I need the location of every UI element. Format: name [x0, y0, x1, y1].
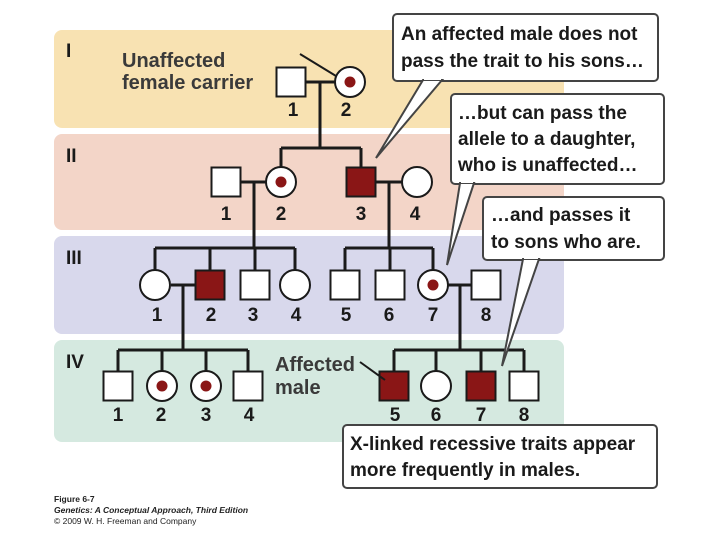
generation-label-IV: IV [66, 352, 84, 373]
callout-summary: X-linked recessive traits appear more fr… [342, 424, 658, 489]
callout-daughter-carrier: …but can pass the allele to a daughter, … [446, 93, 665, 266]
individual-number-III-6: 6 [384, 305, 395, 326]
individual-I-1-male-unaffected [275, 66, 307, 98]
individual-numbers: 1 2 1 2 3 4 1 2 3 4 5 6 7 8 1 2 3 4 5 6 7 8 [113, 100, 530, 426]
individual-IV-8-male-unaffected [508, 370, 540, 402]
individual-number-II-3: 3 [356, 204, 367, 225]
callout1-line2: pass the trait to his sons… [401, 51, 644, 72]
generation-label-III: III [66, 248, 82, 269]
callout3-line2: to sons who are. [491, 232, 641, 253]
individual-III-1-female-unaffected [139, 269, 171, 301]
callout-sons-affected: …and passes it to sons who are. [482, 196, 665, 367]
individual-number-II-2: 2 [276, 204, 287, 225]
individual-IV-7-male-affected [465, 370, 497, 402]
individual-II-1-male-unaffected [210, 166, 242, 198]
carrier-dot-IV-2 [156, 380, 168, 392]
carrier-dot-IV-3 [200, 380, 212, 392]
individual-number-III-5: 5 [341, 305, 352, 326]
callout1-line1: An affected male does not [401, 24, 638, 45]
individual-number-III-8: 8 [481, 305, 492, 326]
affected-label-line2: male [275, 377, 321, 399]
individual-number-IV-6: 6 [431, 405, 442, 426]
individual-IV-4-male-unaffected [232, 370, 264, 402]
individual-IV-1-male-unaffected [102, 370, 134, 402]
individual-III-6-male-unaffected [374, 269, 406, 301]
affected-label-line1: Affected [275, 354, 355, 376]
individual-number-III-1: 1 [152, 305, 163, 326]
callout2-line1: …but can pass the [458, 103, 627, 124]
figure-book-title: Genetics: A Conceptual Approach, Third E… [54, 505, 249, 515]
carrier-dot-III-7 [427, 279, 439, 291]
individual-number-IV-1: 1 [113, 405, 124, 426]
carrier-label-line1: Unaffected [122, 50, 225, 72]
callout-affected-male: An affected male does not pass the trait… [375, 13, 659, 159]
individual-number-IV-4: 4 [244, 405, 255, 426]
individual-III-4-female-unaffected [279, 269, 311, 301]
individual-number-III-7: 7 [428, 305, 439, 326]
individual-II-3-male-affected [345, 166, 377, 198]
figure-number: Figure 6-7 [54, 494, 95, 504]
callout2-line2: allele to a daughter, [458, 129, 635, 150]
individual-number-IV-8: 8 [519, 405, 530, 426]
individual-III-3-male-unaffected [239, 269, 271, 301]
carrier-dot-I-2 [344, 76, 356, 88]
carrier-label-pointer [299, 53, 337, 77]
callout3-line1: …and passes it [491, 205, 631, 226]
individual-number-II-4: 4 [410, 204, 421, 225]
individual-number-III-2: 2 [206, 305, 217, 326]
carrier-dot-II-2 [275, 176, 287, 188]
figure-copyright: © 2009 W. H. Freeman and Company [54, 516, 197, 526]
individual-number-III-4: 4 [291, 305, 302, 326]
individual-IV-6-female-unaffected [420, 370, 452, 402]
individual-number-III-3: 3 [248, 305, 259, 326]
individual-III-2-male-affected [194, 269, 226, 301]
individual-number-IV-5: 5 [390, 405, 401, 426]
individual-number-IV-7: 7 [476, 405, 487, 426]
callout4-line1: X-linked recessive traits appear [350, 434, 636, 455]
individual-IV-5-male-affected [378, 370, 410, 402]
individual-number-I-1: 1 [288, 100, 299, 121]
generation-label-I: I [66, 41, 71, 62]
callout4-line2: more frequently in males. [350, 460, 580, 481]
individual-number-IV-2: 2 [156, 405, 167, 426]
generation-label-II: II [66, 146, 77, 167]
pedigree-lines [116, 80, 526, 371]
individual-number-IV-3: 3 [201, 405, 212, 426]
affected-label-pointer [359, 361, 386, 381]
band-generation-II [54, 134, 564, 230]
individual-III-5-male-unaffected [329, 269, 361, 301]
carrier-label-line2: female carrier [122, 72, 253, 94]
callout2-line3: who is unaffected… [457, 155, 637, 176]
individual-III-8-male-unaffected [470, 269, 502, 301]
pedigree-individuals [102, 66, 540, 402]
individual-number-II-1: 1 [221, 204, 232, 225]
individual-number-I-2: 2 [341, 100, 352, 121]
individual-II-4-female-unaffected [401, 166, 433, 198]
